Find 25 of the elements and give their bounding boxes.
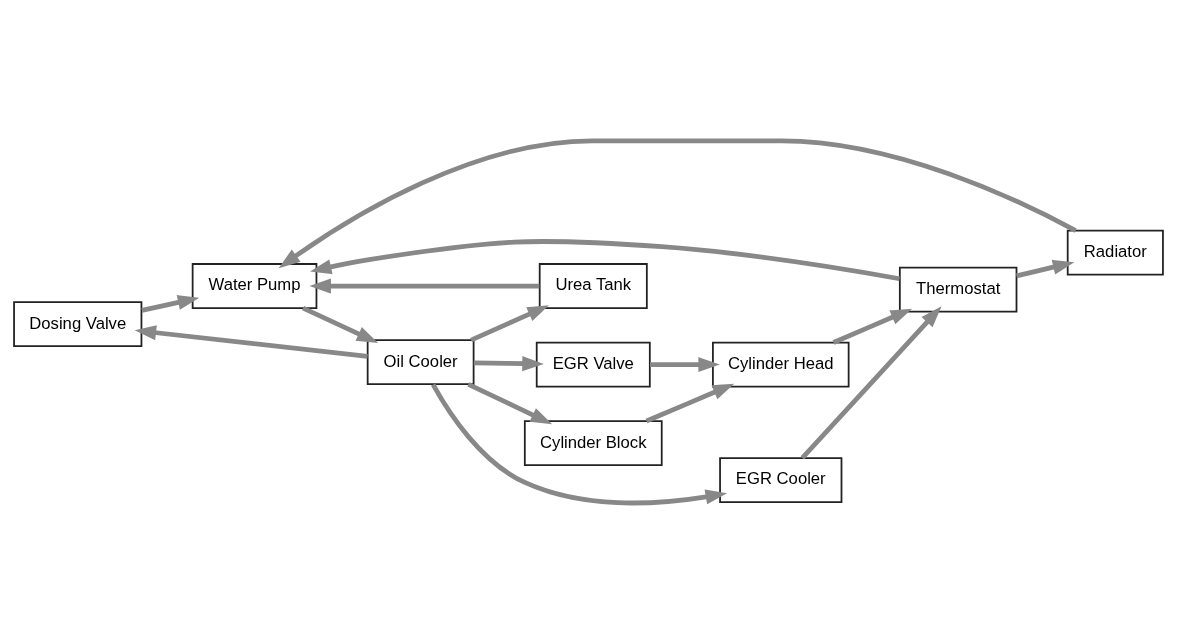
arrow — [800, 306, 942, 460]
node-box: EGR Valve — [535, 341, 651, 388]
node-box: Oil Cooler — [366, 339, 475, 386]
node-box: Water Pump — [191, 263, 318, 309]
node-box: Cylinder Head — [712, 341, 850, 388]
node-box: Radiator — [1066, 229, 1164, 276]
arrow — [302, 305, 379, 343]
arrow — [473, 356, 544, 372]
arrow — [278, 138, 1077, 269]
arrow — [141, 295, 200, 313]
arrow — [467, 382, 553, 425]
node-box: Thermostat — [898, 266, 1018, 313]
arrow — [309, 278, 540, 294]
node-box: Cylinder Block — [523, 420, 663, 467]
node-box: Dosing Valve — [13, 301, 143, 348]
arrow — [645, 383, 735, 424]
arrow — [1016, 259, 1075, 279]
arrow — [650, 357, 720, 373]
arrow — [470, 305, 549, 343]
arrow — [134, 325, 368, 359]
node-box: Urea Tank — [538, 263, 648, 309]
arrow — [832, 308, 913, 345]
node-box: EGR Cooler — [719, 457, 843, 503]
arrow — [431, 383, 728, 506]
arrow — [309, 239, 900, 282]
